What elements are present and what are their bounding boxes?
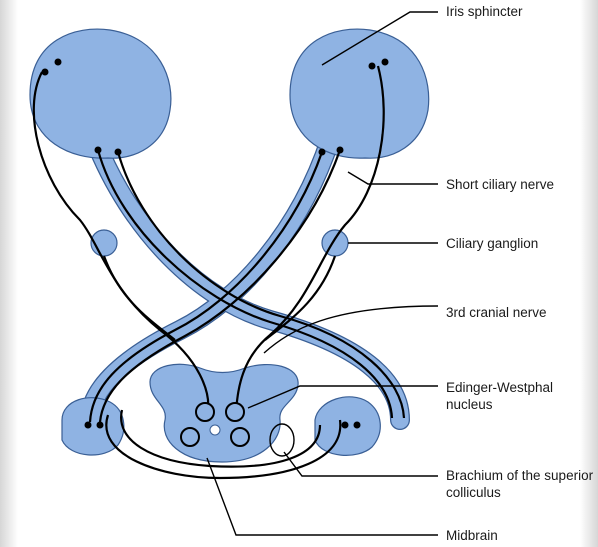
midbrain-shape xyxy=(150,364,298,462)
label-iris-sphincter: Iris sphincter xyxy=(446,3,523,20)
label-brachium: Brachium of the superior colliculus xyxy=(446,467,596,501)
label-ciliary-ganglion: Ciliary ganglion xyxy=(446,235,538,252)
label-midbrain: Midbrain xyxy=(446,527,498,544)
label-short-ciliary-nerve: Short ciliary nerve xyxy=(446,176,554,193)
left-eyeball xyxy=(30,29,171,158)
label-edinger-westphal: Edinger-Westphal nucleus xyxy=(446,379,596,413)
right-eyeball xyxy=(290,29,429,158)
right-ciliary-ganglion xyxy=(322,230,348,256)
label-3rd-cranial-nerve: 3rd cranial nerve xyxy=(446,304,556,321)
